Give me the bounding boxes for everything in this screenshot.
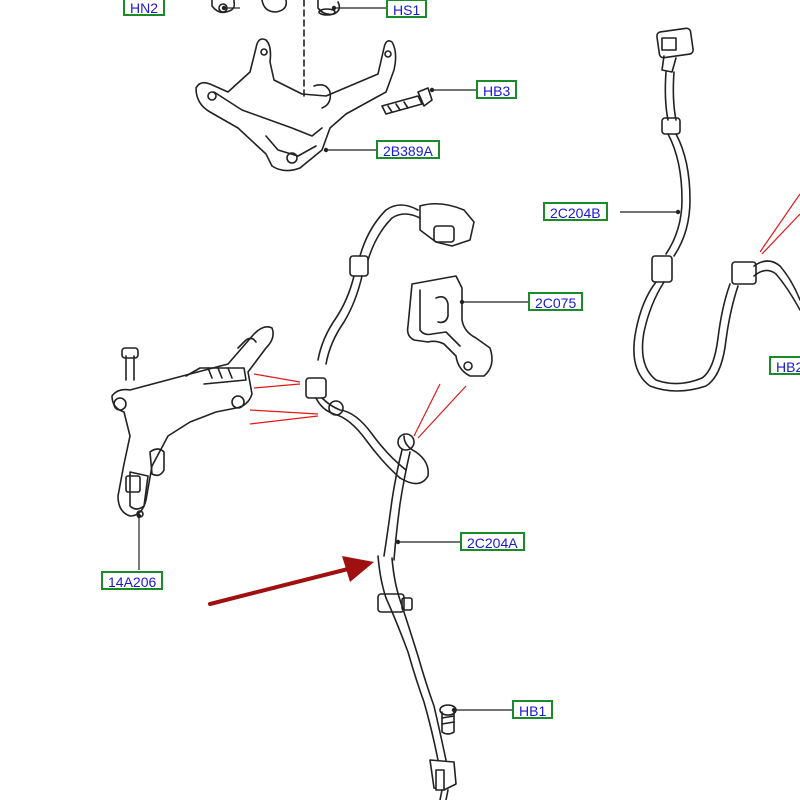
bracket-14a206-part [111, 326, 274, 518]
callout-2c204b[interactable]: 2C204B [543, 202, 608, 221]
sensor-harness-2c204a-part [305, 202, 475, 800]
bolt-hb3-part [381, 87, 433, 115]
leader-lines [136, 5, 681, 713]
red-pointer-lines [249, 193, 800, 439]
plate-bracket-2c075-part [406, 275, 493, 377]
callout-hb3[interactable]: HB3 [476, 80, 518, 99]
callout-2c075[interactable]: 2C075 [528, 292, 584, 311]
callout-14a206[interactable]: 14A206 [101, 571, 164, 590]
bracket-2b389a-part [195, 0, 397, 172]
callout-hb2[interactable]: HB2 [769, 356, 800, 375]
callout-hn2[interactable]: HN2 [123, 0, 166, 16]
sensor-harness-2c204b-part [633, 27, 800, 392]
callout-2b389a[interactable]: 2B389A [376, 140, 440, 159]
callout-hb1[interactable]: HB1 [512, 700, 554, 719]
callout-hs1[interactable]: HS1 [386, 0, 428, 18]
bushing-part [261, 0, 288, 13]
highlight-arrow [208, 556, 374, 606]
screw-hs1-part [317, 0, 341, 16]
callout-2c204a[interactable]: 2C204A [460, 532, 525, 551]
